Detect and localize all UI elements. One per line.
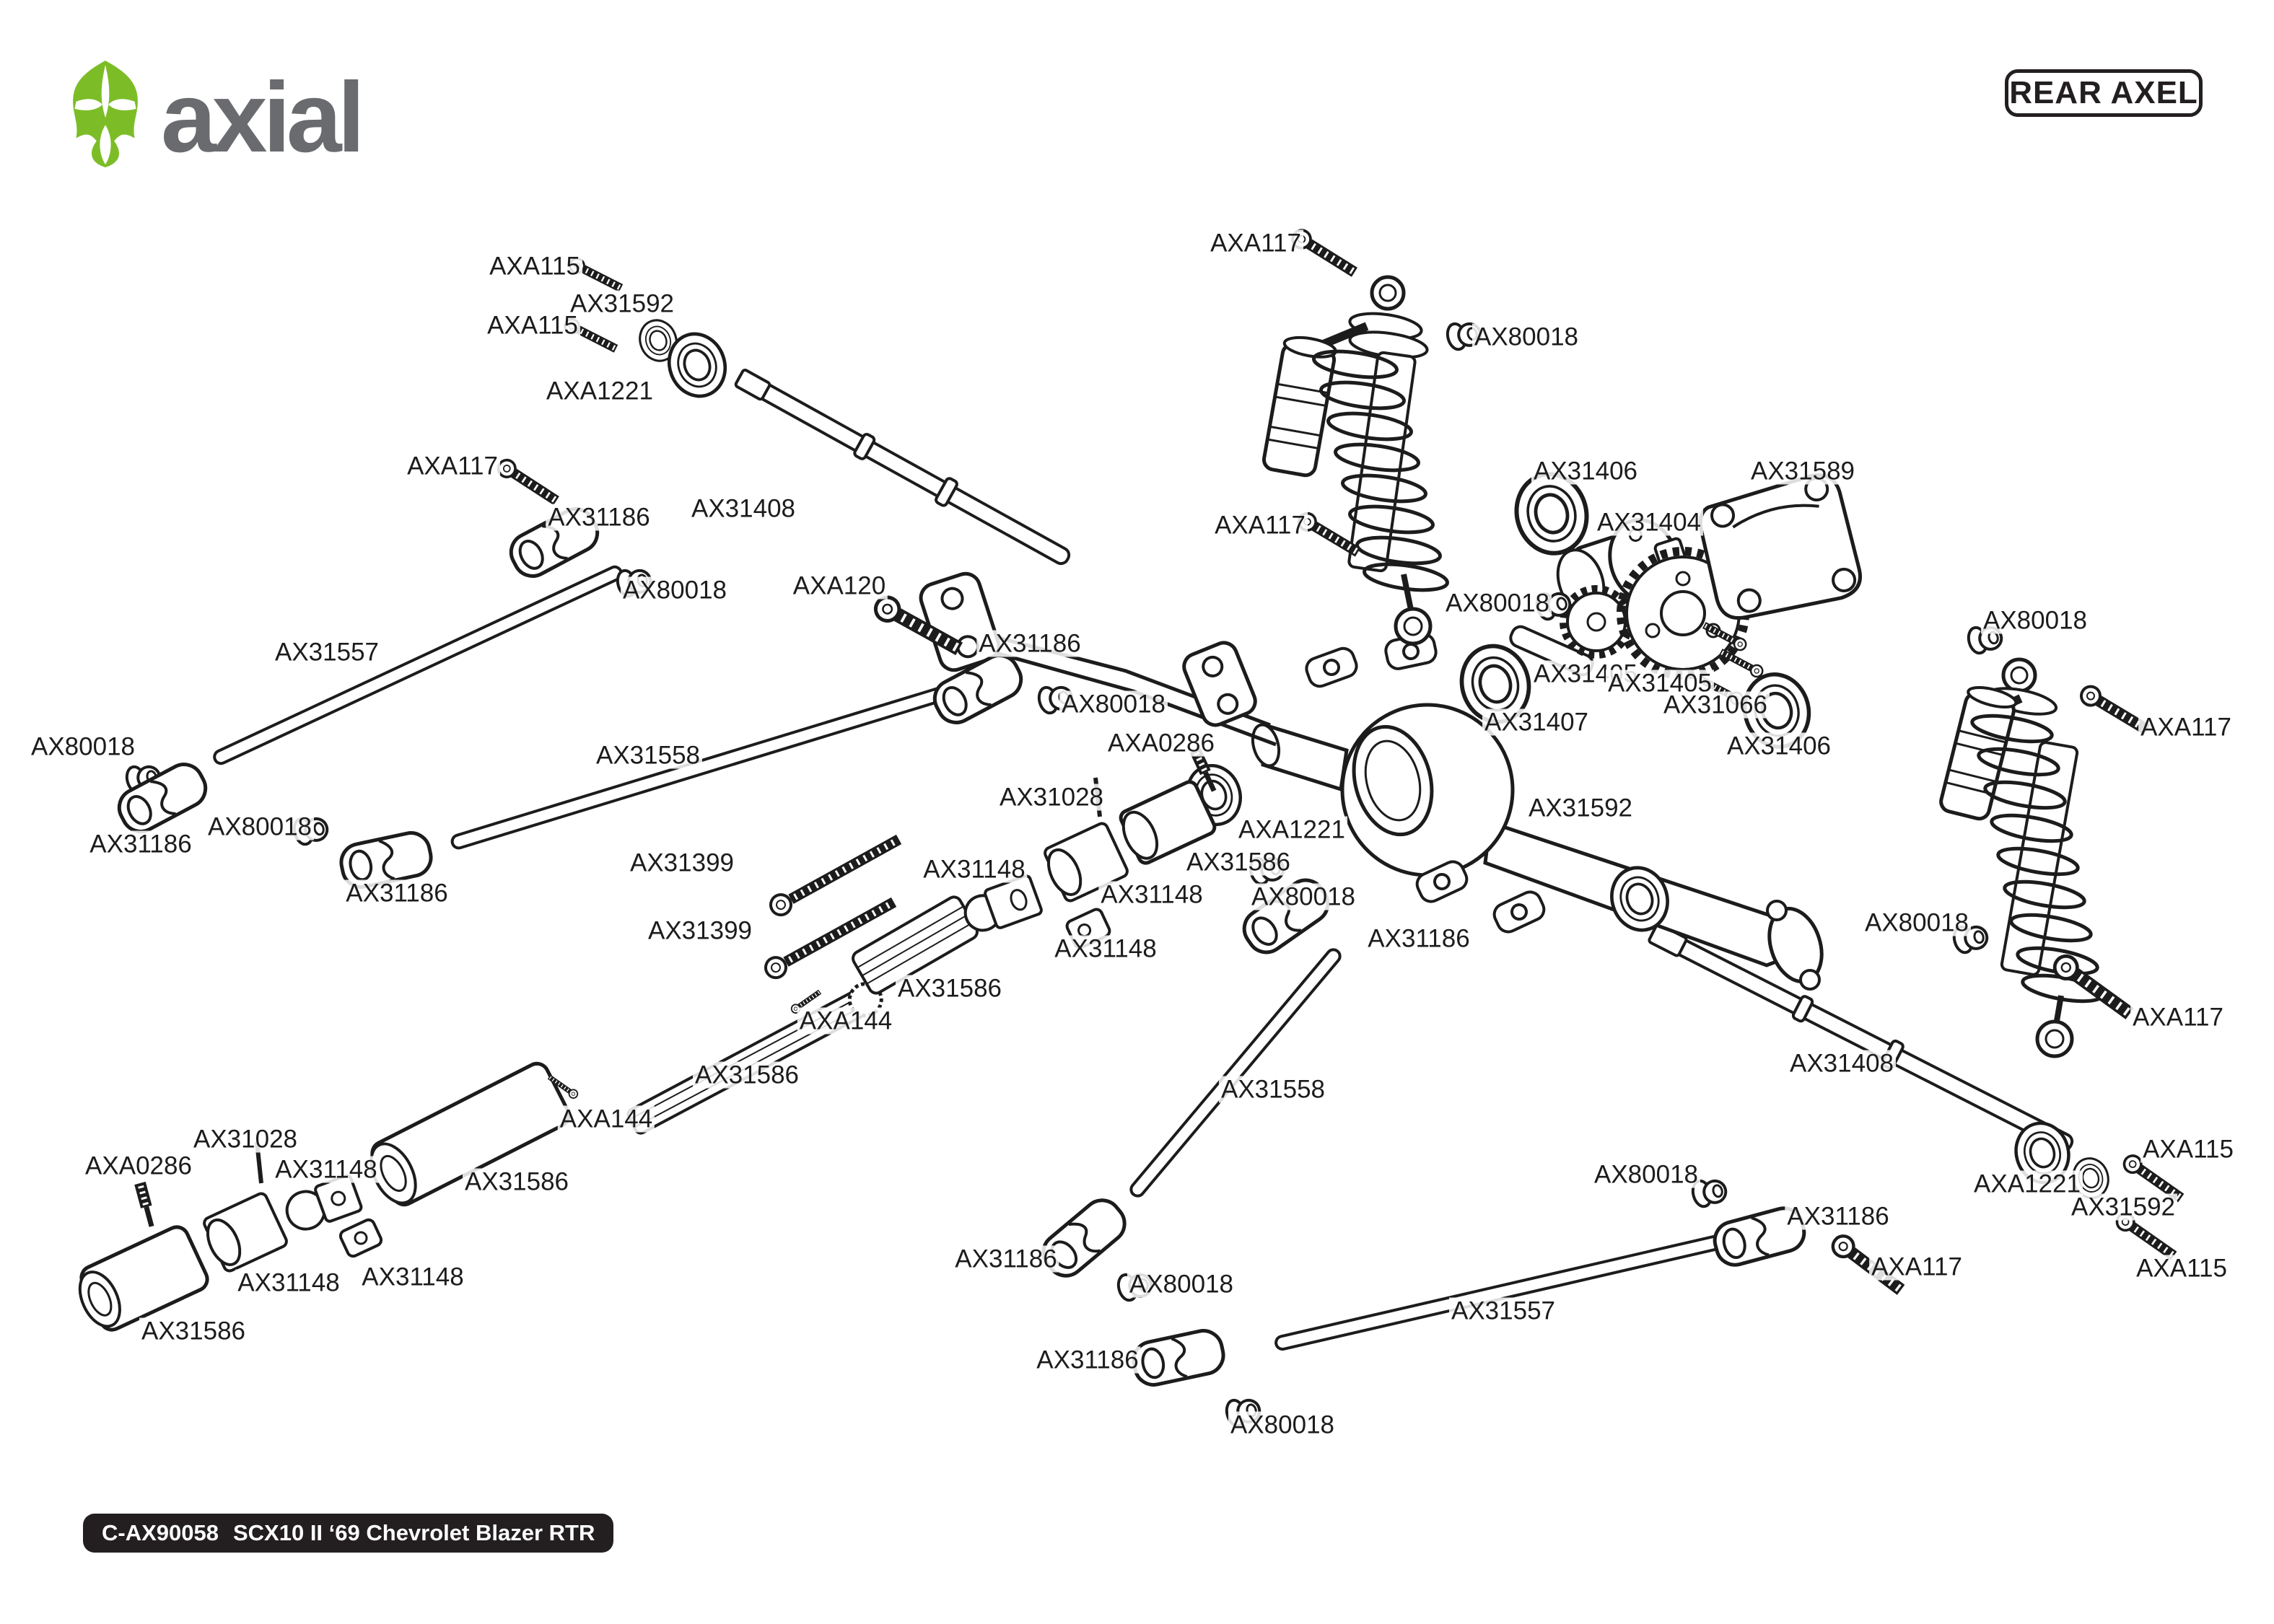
upper-link-rod (213, 565, 1735, 1351)
spur-gear (1617, 547, 1749, 680)
axial-logo: axial (69, 59, 365, 173)
footer-kit-badge: C-AX90058 SCX10 II ‘69 Chevrolet Blazer … (83, 1514, 614, 1553)
kit-code: C-AX90058 (102, 1520, 219, 1545)
shock-absorber-upper (1261, 275, 1449, 646)
kit-name: SCX10 II ‘69 Chevrolet Blazer RTR (232, 1520, 595, 1545)
rear-axel-badge: REAR AXEL (2005, 69, 2203, 117)
axle-shaft-upper (734, 369, 1071, 566)
shock-absorber-lower (1939, 657, 2104, 1058)
axial-wordmark: axial (161, 62, 365, 173)
diff-cover (1698, 473, 1862, 620)
axial-emblem-icon (73, 61, 138, 167)
